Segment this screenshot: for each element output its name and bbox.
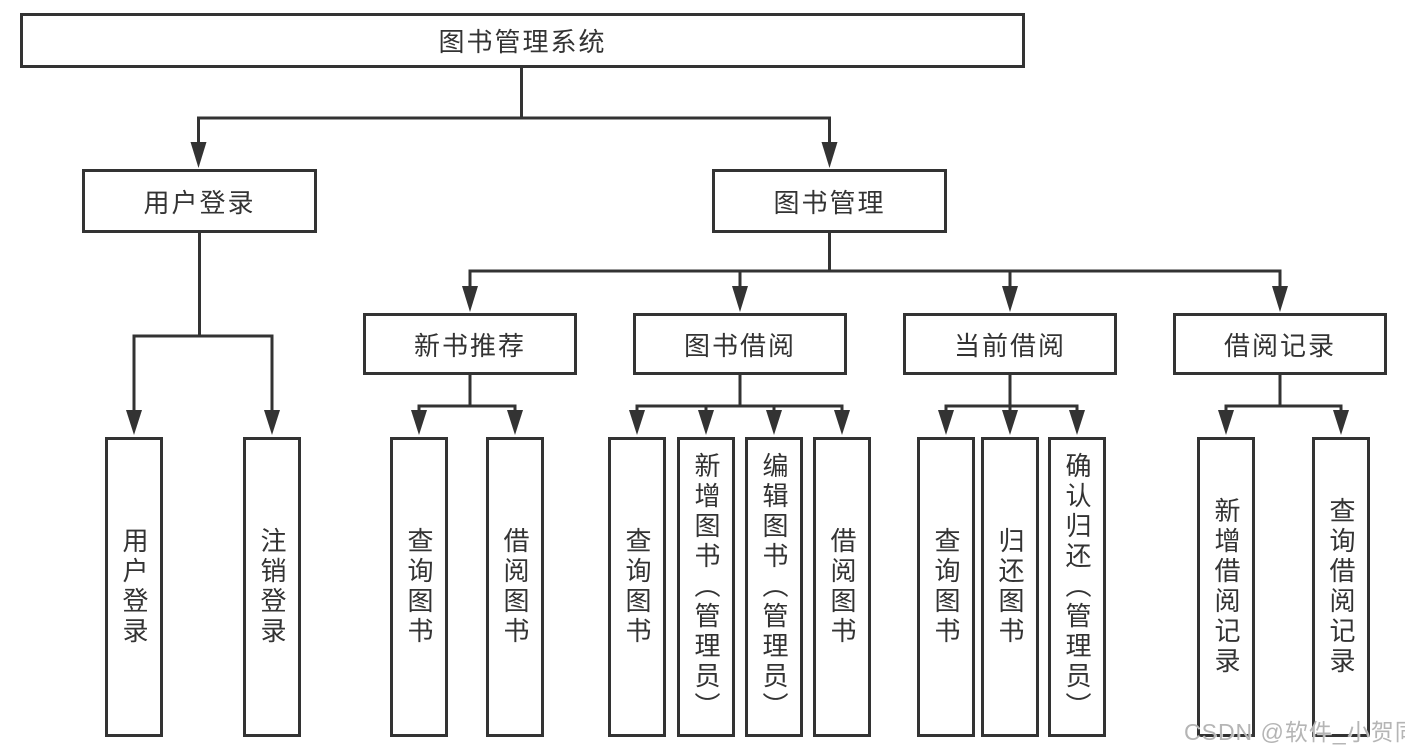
node-user-login: 用户登录 [82, 169, 317, 233]
leaf-query-book-3: 查询图书 [917, 437, 975, 737]
node-current-borrow: 当前借阅 [903, 313, 1117, 375]
leaf-add-book-admin: 新增图书（管理员） [677, 437, 735, 737]
node-label: 新增借阅记录 [1211, 497, 1241, 677]
edge-level2-rail [468, 269, 1282, 288]
arrowhead [821, 142, 838, 168]
leaf-logout-login: 注销登录 [243, 437, 301, 737]
leaf-query-book-2: 查询图书 [608, 437, 666, 737]
edge-new-book-rail [417, 404, 517, 412]
node-new-book-recommend: 新书推荐 [363, 313, 577, 375]
node-label: 查询图书 [622, 527, 652, 647]
node-label: 图书借阅 [683, 330, 796, 361]
node-label: 归还图书 [995, 527, 1025, 647]
edge-borrow-records-rail [1224, 404, 1343, 412]
arrowhead [629, 410, 645, 435]
arrowhead [126, 410, 142, 435]
node-label: 当前借阅 [953, 330, 1066, 361]
arrowhead [938, 410, 954, 435]
arrowhead [507, 410, 523, 435]
edge-user-login-rail [132, 334, 274, 412]
node-label: 注销登录 [257, 527, 287, 647]
arrowhead [411, 410, 427, 435]
node-label: 图书管理系统 [438, 27, 607, 57]
node-label: 查询图书 [404, 527, 434, 647]
arrowhead [766, 410, 782, 435]
node-borrow-records: 借阅记录 [1173, 313, 1387, 375]
node-label: 新书推荐 [413, 330, 526, 361]
leaf-user-login: 用户登录 [105, 437, 163, 737]
node-label: 查询借阅记录 [1326, 497, 1356, 677]
leaf-borrow-book-1: 借阅图书 [486, 437, 544, 737]
leaf-confirm-return-admin: 确认归还（管理员） [1048, 437, 1106, 737]
arrowhead [732, 286, 748, 312]
node-label: 借阅图书 [500, 527, 530, 647]
arrowhead [1333, 410, 1349, 435]
node-label: 用户登录 [143, 187, 256, 218]
leaf-add-borrow-record: 新增借阅记录 [1197, 437, 1255, 737]
arrowhead [1218, 410, 1234, 435]
node-label: 新增图书（管理员） [691, 452, 721, 722]
arrowhead [190, 142, 207, 168]
leaf-query-book-1: 查询图书 [390, 437, 448, 737]
node-label: 借阅记录 [1223, 330, 1336, 361]
node-label: 查询图书 [931, 527, 961, 647]
leaf-borrow-book-2: 借阅图书 [813, 437, 871, 737]
leaf-query-borrow-record: 查询借阅记录 [1312, 437, 1370, 737]
arrowhead [1272, 286, 1288, 312]
arrowhead [698, 410, 714, 435]
node-label: 编辑图书（管理员） [759, 452, 789, 722]
leaf-edit-book-admin: 编辑图书（管理员） [745, 437, 803, 737]
arrowhead [1002, 286, 1018, 312]
node-label: 借阅图书 [827, 527, 857, 647]
node-book-borrow: 图书借阅 [633, 313, 847, 375]
arrowhead [834, 410, 850, 435]
arrowhead [462, 286, 478, 312]
arrowhead [1002, 410, 1018, 435]
csdn-watermark: CSDN @软件_小贺同学 [1184, 719, 1405, 745]
node-book-management: 图书管理 [712, 169, 947, 233]
node-label: 图书管理 [773, 187, 886, 218]
arrowhead [1069, 410, 1085, 435]
arrowhead [264, 410, 280, 435]
node-library-system: 图书管理系统 [20, 13, 1025, 68]
edge-book-borrow-rail [635, 404, 844, 412]
node-label: 用户登录 [119, 527, 149, 647]
edge-level1-rail [197, 116, 831, 144]
leaf-return-book: 归还图书 [981, 437, 1039, 737]
node-label: 确认归还（管理员） [1062, 452, 1092, 722]
